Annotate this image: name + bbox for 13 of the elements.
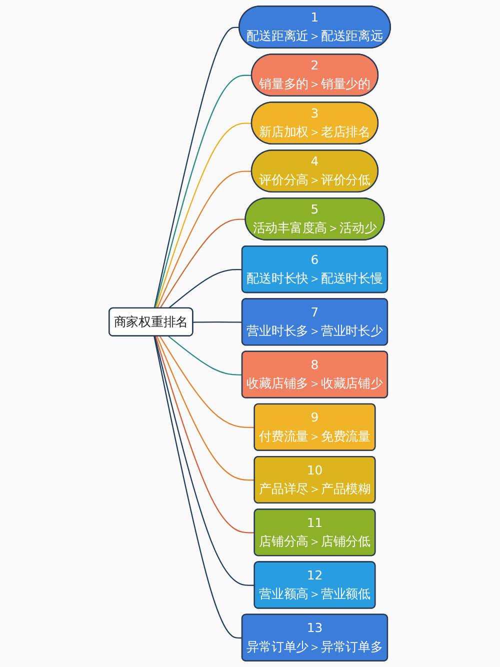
connector [168, 269, 243, 309]
connector [154, 336, 243, 639]
connector [160, 336, 256, 428]
connector [156, 122, 252, 309]
connector [193, 321, 243, 323]
connector [154, 336, 256, 586]
connector [160, 218, 246, 309]
connector [155, 336, 256, 534]
connector [168, 336, 243, 376]
connector [154, 26, 240, 308]
connector [157, 170, 252, 309]
connector [154, 74, 252, 308]
connector [156, 336, 256, 481]
